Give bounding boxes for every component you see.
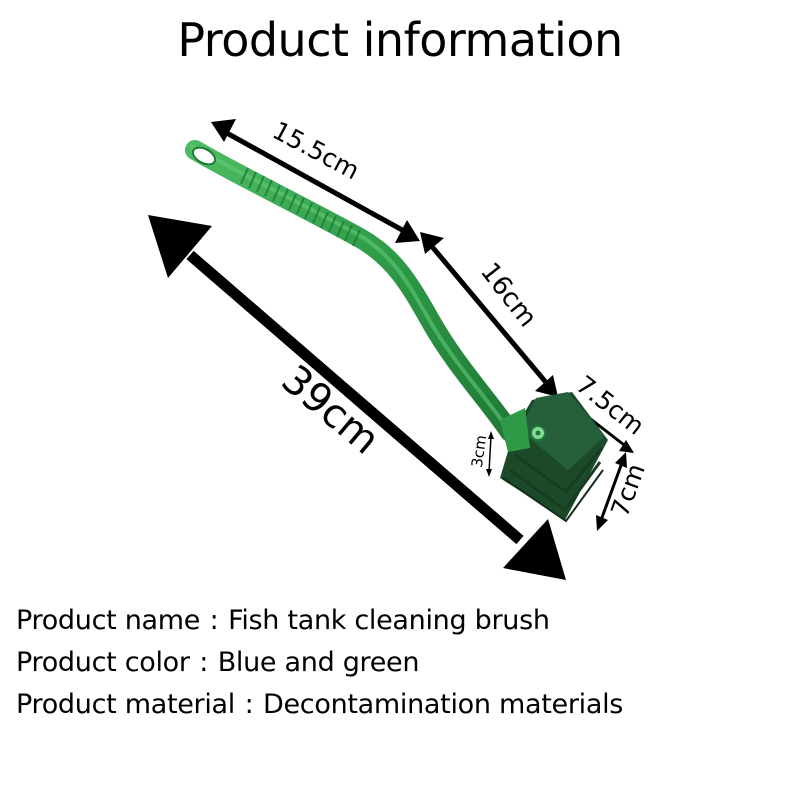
product-name-label: Product name bbox=[16, 605, 201, 636]
neck-length-arrow bbox=[420, 232, 558, 397]
product-material-label: Product material bbox=[16, 689, 235, 720]
head-height-label: 7cm bbox=[605, 460, 651, 521]
separator: : bbox=[244, 689, 254, 720]
head-thickness-label: 3cm bbox=[468, 434, 490, 469]
product-color-value: Blue and green bbox=[217, 647, 420, 678]
product-material-value: Decontamination materials bbox=[263, 689, 624, 720]
handle-length-label: 15.5cm bbox=[268, 116, 364, 186]
brush-handle bbox=[185, 140, 546, 452]
handle-length-arrow bbox=[211, 119, 420, 243]
total-length-arrow bbox=[148, 215, 566, 580]
product-info: Product name: Fish tank cleaning brush Pr… bbox=[16, 600, 786, 726]
product-material-row: Product material: Decontamination materia… bbox=[16, 684, 786, 726]
neck-length-label: 16cm bbox=[474, 257, 542, 333]
product-name-row: Product name: Fish tank cleaning brush bbox=[16, 600, 786, 642]
page-title: Product information bbox=[177, 13, 623, 67]
brush-head bbox=[500, 392, 608, 523]
separator: : bbox=[209, 605, 219, 636]
product-color-label: Product color bbox=[16, 647, 190, 678]
product-color-row: Product color: Blue and green bbox=[16, 642, 786, 684]
product-name-value: Fish tank cleaning brush bbox=[228, 605, 550, 636]
separator: : bbox=[199, 647, 209, 678]
head-thickness-arrow bbox=[486, 431, 494, 477]
head-height-arrow bbox=[596, 452, 627, 531]
